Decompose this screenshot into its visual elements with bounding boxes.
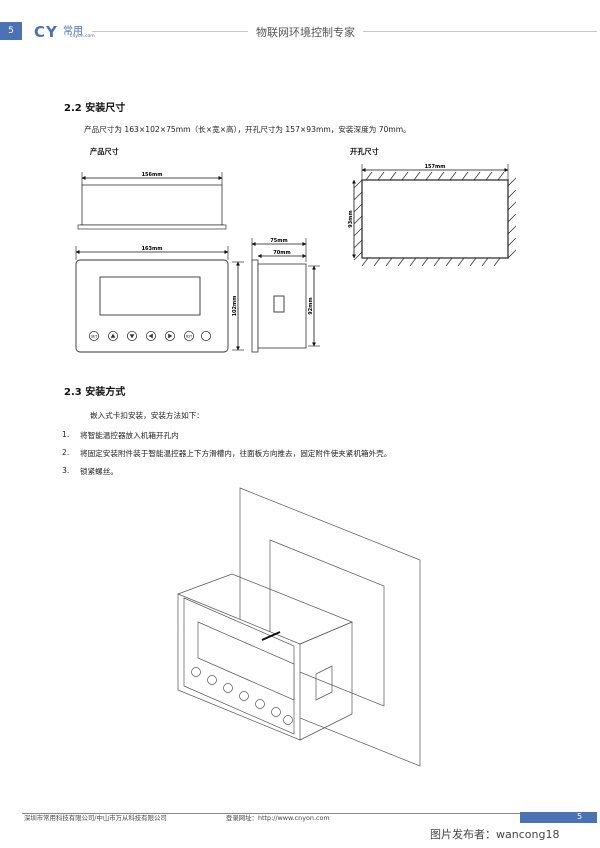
dim-top-width: 156mm	[142, 172, 163, 178]
cutout-view: 157mm 93mm	[348, 164, 517, 267]
logo-cn: 常用	[62, 26, 83, 37]
dim-cut-height: 93mm	[348, 210, 354, 227]
dim-front-width: 163mm	[142, 246, 163, 252]
step-1-text: 将智能温控器放入机箱开孔内	[80, 431, 179, 440]
step-1-number: 1.	[62, 430, 70, 439]
watermark: 图片发布者：wancong18	[430, 828, 560, 841]
step-3-text: 锁紧螺丝。	[80, 467, 118, 476]
section-2-3-title: 2.3 安装方式	[64, 387, 126, 398]
up-arrow-icon	[110, 333, 116, 338]
footer-rule	[22, 813, 597, 814]
left-arrow-icon	[148, 333, 153, 339]
header-title: 物联网环境控制专家	[248, 24, 363, 40]
top-view: 156mm	[77, 172, 227, 230]
down-arrow-icon	[129, 334, 135, 339]
step-2-number: 2.	[62, 448, 70, 457]
section-2-2-text: 产品尺寸为 163×102×75mm（长×宽×高），开孔尺寸为 157×93mm…	[84, 125, 411, 134]
header-page-number: 5	[0, 22, 22, 40]
step-3-number: 3.	[62, 466, 70, 475]
section-2-3-intro: 嵌入式卡扣安装，安装方法如下：	[90, 411, 204, 420]
logo-letters: CY	[34, 23, 58, 41]
installation-illustration	[177, 487, 421, 767]
label-cutout-size: 开孔尺寸	[350, 147, 379, 156]
dim-front-height: 102mm	[232, 296, 238, 317]
button-rst-label: RST	[186, 335, 192, 339]
footer-website: 登录网址：http://www.cnyon.com	[226, 814, 330, 822]
right-arrow-icon	[168, 333, 173, 339]
section-2-2-title: 2.2 安装尺寸	[64, 103, 126, 114]
footer-page-number: 5	[577, 812, 583, 821]
logo-url: cnyon.com	[70, 34, 95, 39]
footer-page-bar	[520, 812, 597, 823]
dim-side-outer: 75mm	[270, 238, 287, 244]
dim-cut-width: 157mm	[425, 164, 446, 170]
company-logo: CY 常用 cnyon.com	[34, 22, 95, 41]
dim-side-height: 92mm	[308, 297, 314, 314]
front-view: 163mm 102mm	[75, 246, 244, 353]
label-product-size: 产品尺寸	[90, 147, 119, 156]
front-buttons: SET RST	[89, 331, 211, 341]
footer-company: 深圳市常用科技有限公司/中山市万从科技有限公司	[24, 814, 167, 822]
dim-side-inner: 70mm	[273, 250, 290, 256]
side-view: 75mm 70mm 92mm	[251, 238, 320, 353]
button-set-label: SET	[91, 335, 98, 339]
step-2-text: 将固定安装附件装于智能温控器上下方滑槽内，往面板方向推去，固定附件使夹紧机箱外壳…	[80, 449, 392, 458]
